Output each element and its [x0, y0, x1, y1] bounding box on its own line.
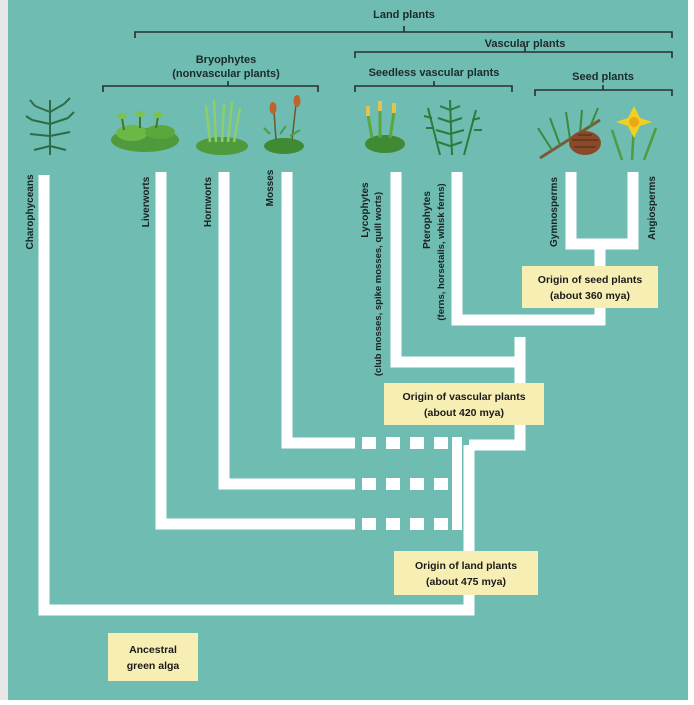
svg-text:Origin of seed plants: Origin of seed plants	[538, 274, 643, 286]
svg-text:green alga: green alga	[127, 660, 180, 672]
vascular-plants-label: Vascular plants	[485, 38, 566, 50]
angiosperms-label: Angiosperms	[647, 176, 658, 240]
lycophytes-examples: (club mosses, spike mosses, quill worts)	[373, 192, 384, 376]
dashed-connectors	[362, 437, 462, 530]
svg-text:Origin of land plants: Origin of land plants	[415, 560, 517, 572]
seed-plants-origin-box: Origin of seed plants (about 360 mya)	[522, 266, 658, 308]
bryophytes-sublabel: (nonvascular plants)	[172, 68, 280, 80]
pterophytes-examples: (ferns, horsetails, whisk ferns)	[436, 183, 447, 320]
land-plants-brace	[134, 26, 673, 38]
moss-branch	[281, 172, 355, 449]
vascular-plants-origin-box: Origin of vascular plants (about 420 mya…	[384, 383, 544, 425]
charophycean-alga-illustration	[25, 97, 75, 155]
bryophytes-brace	[102, 81, 319, 92]
charophyceans-label: Charophyceans	[25, 174, 36, 249]
hornworts-label: Hornworts	[203, 177, 214, 227]
moss-illustration	[263, 95, 304, 154]
svg-text:(about 420 mya): (about 420 mya)	[424, 407, 504, 419]
land-plants-label: Land plants	[373, 9, 435, 21]
liverwort-branch	[155, 172, 355, 530]
pine-illustration	[537, 107, 601, 160]
seed-plants-brace	[534, 85, 673, 96]
gymnosperms-label: Gymnosperms	[549, 177, 560, 247]
ancestral-alga-box: Ancestral green alga	[108, 633, 198, 681]
phylogenetic-tree	[38, 172, 639, 616]
seedless-vascular-label: Seedless vascular plants	[369, 67, 500, 79]
lycophyte-illustration	[365, 101, 405, 153]
seed-plants-label: Seed plants	[572, 71, 634, 83]
mosses-label: Mosses	[265, 169, 276, 206]
hornwort-illustration	[196, 99, 248, 155]
liverwort-illustration	[111, 111, 179, 152]
svg-text:Ancestral: Ancestral	[129, 644, 177, 656]
svg-text:(about 360 mya): (about 360 mya)	[550, 290, 630, 302]
seedless-vascular-brace	[354, 81, 513, 92]
liverworts-label: Liverworts	[141, 176, 152, 227]
svg-text:Origin of vascular plants: Origin of vascular plants	[402, 391, 525, 403]
bryophytes-label: Bryophytes	[196, 54, 257, 66]
lycophyte-branch	[390, 172, 526, 368]
pterophytes-label: Pterophytes	[422, 191, 433, 249]
land-plants-origin-box: Origin of land plants (about 475 mya)	[394, 551, 538, 595]
fern-illustration	[423, 99, 482, 156]
hornwort-branch	[218, 172, 355, 490]
lycophytes-label: Lycophytes	[360, 182, 371, 238]
daffodil-illustration	[610, 106, 658, 161]
charophycean-branch	[38, 175, 475, 616]
svg-text:(about 475 mya): (about 475 mya)	[426, 576, 506, 588]
vascular-plants-brace	[354, 46, 673, 58]
diagram-background	[8, 0, 688, 700]
